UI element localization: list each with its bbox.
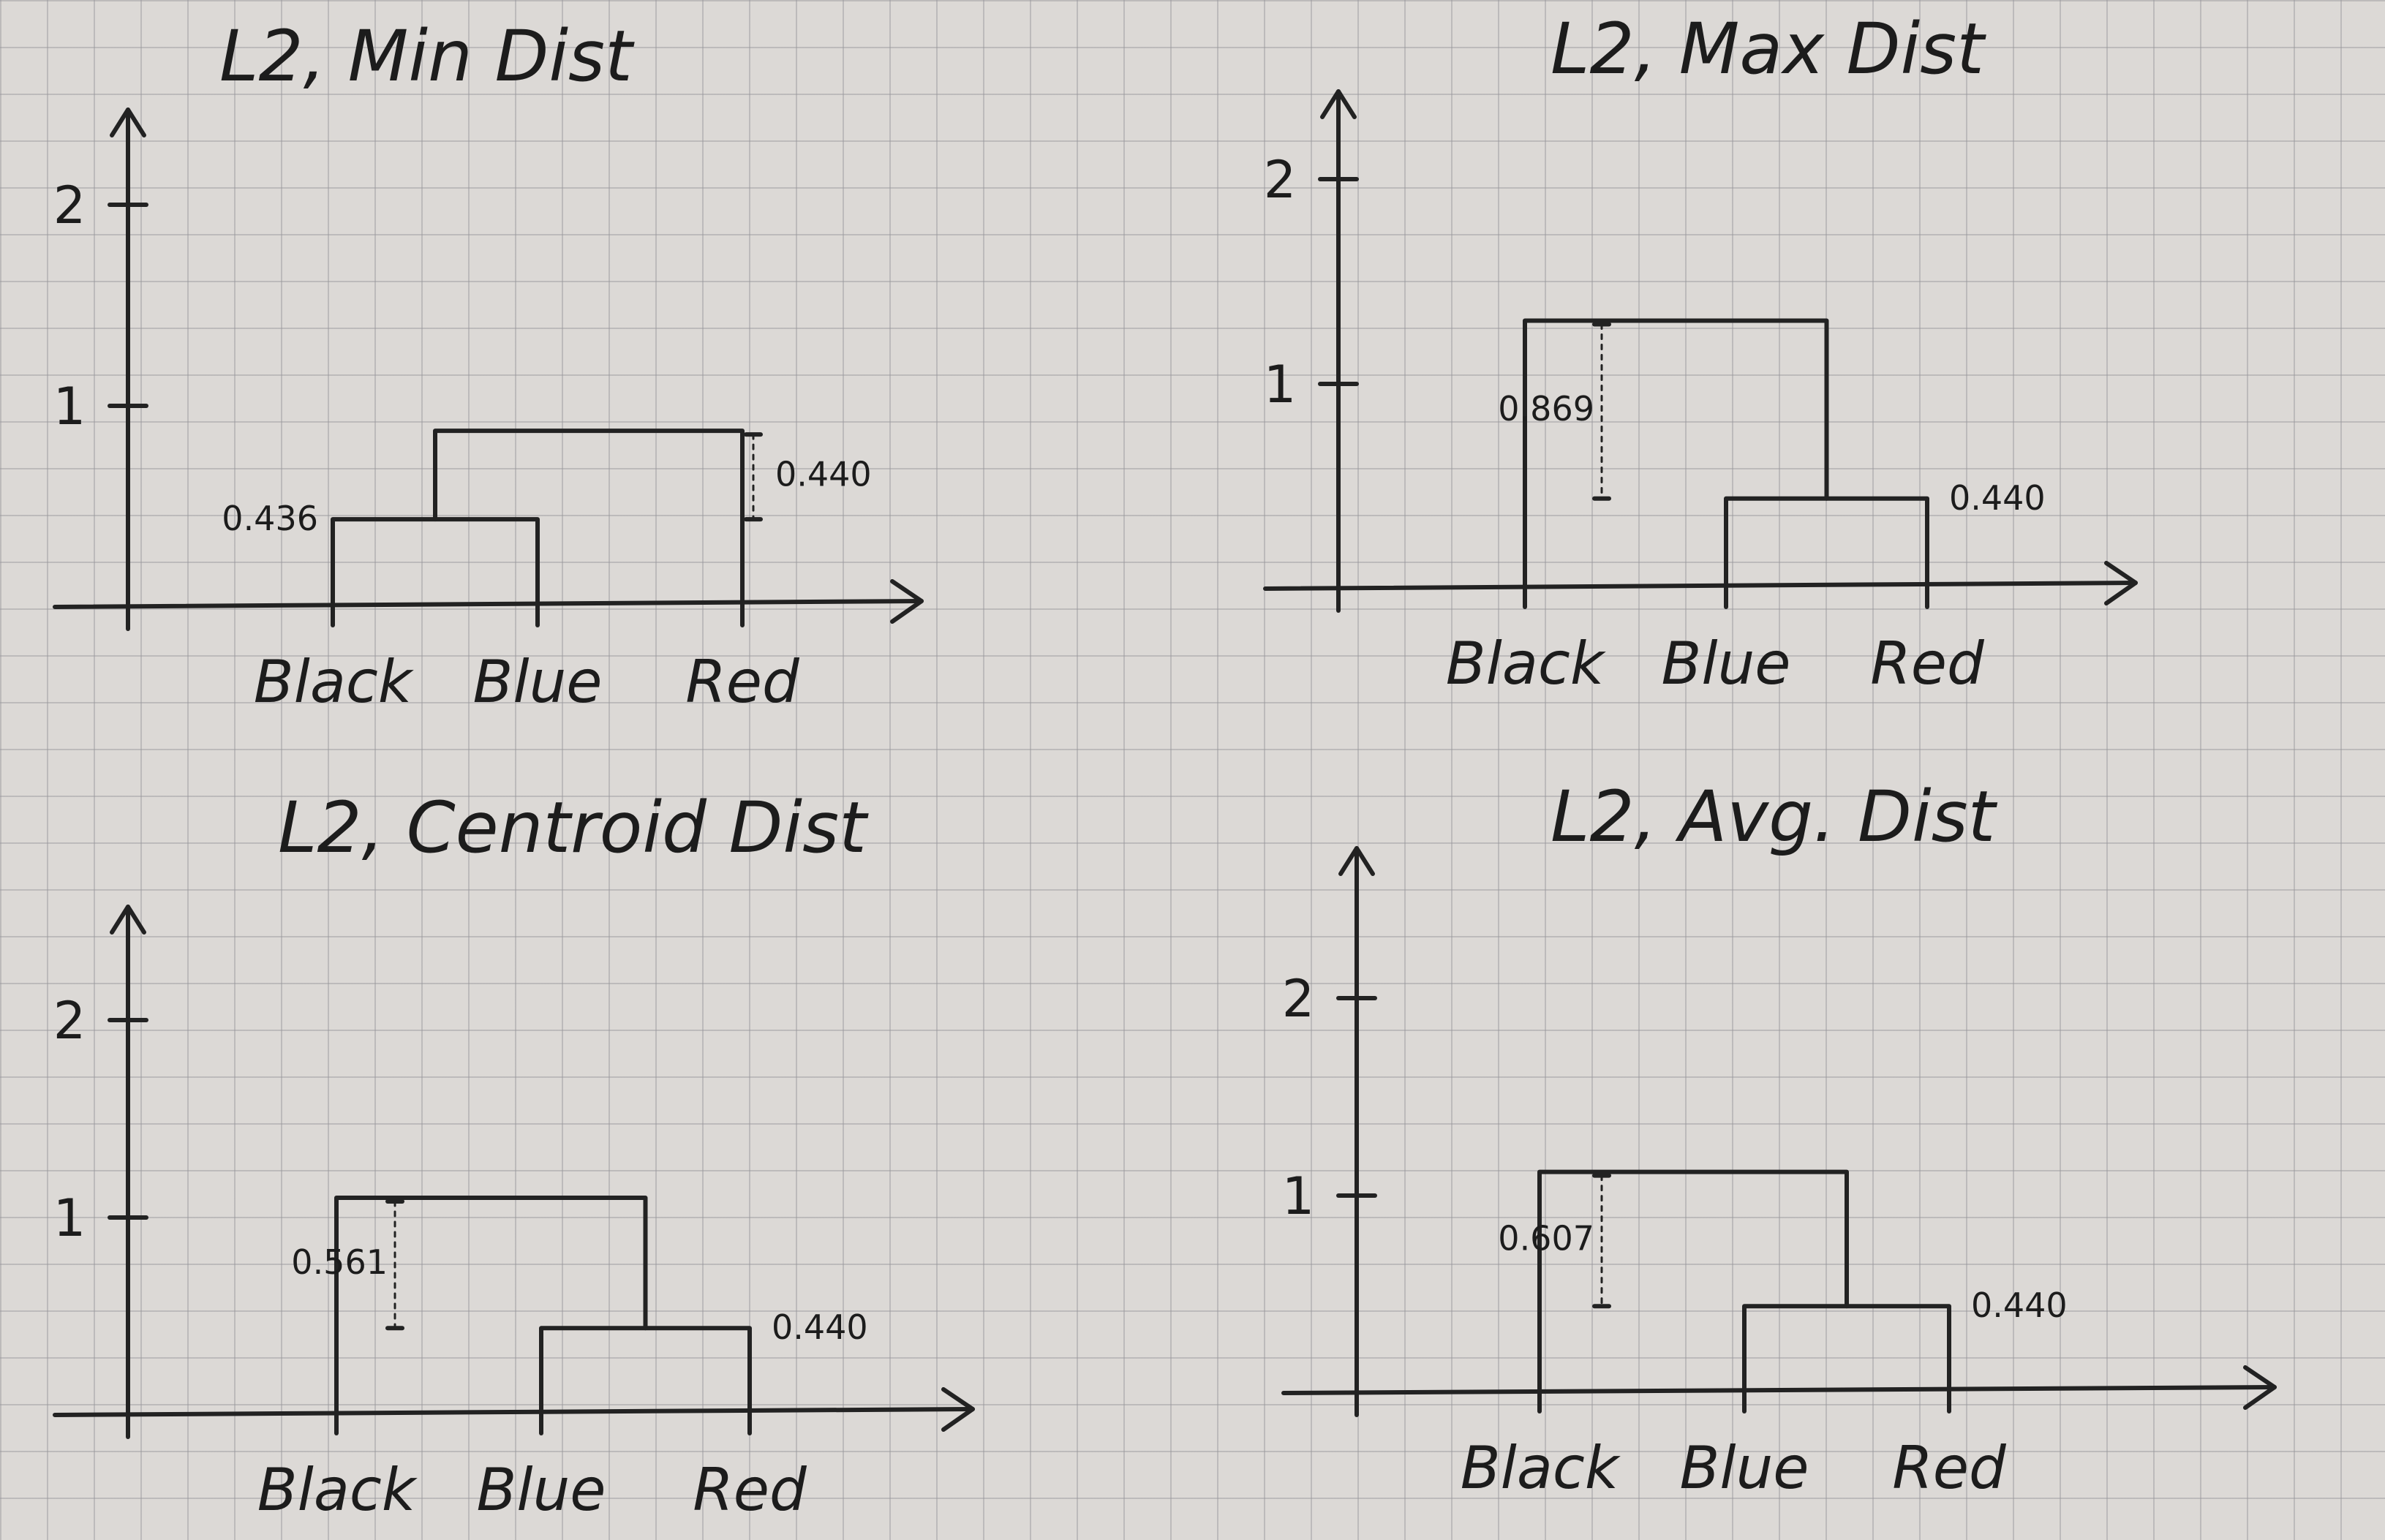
y-tick-label: 1 [1264,355,1297,415]
chart-title: L2, Centroid Dist [278,787,869,869]
category-label: Black [1461,1434,1621,1502]
dendrogram-link [334,1196,648,1417]
merge-gap-label: 0.607 [1498,1218,1594,1258]
y-axis-arrowhead [1338,846,1375,876]
dendrogram-link [1724,496,1929,591]
category-label: Blue [1661,630,1790,698]
category-label: Black [1446,630,1606,698]
y-axis-arrowhead [1320,89,1357,119]
merge-height-label: 0.440 [772,1307,868,1347]
category-label: Blue [1679,1434,1809,1502]
merge-height-label: 0.440 [1971,1286,2068,1325]
category-label: Black [254,648,414,716]
merge-height-label: 0.440 [1949,478,2046,518]
merge-gap-label: 0.561 [291,1242,388,1282]
y-tick-label: 1 [1282,1166,1315,1226]
y-tick-label: 2 [1264,150,1297,210]
category-label: Black [257,1456,418,1524]
dendrogram-link [331,517,540,609]
y-tick-label: 2 [53,991,86,1051]
category-label: Blue [476,1456,606,1524]
category-label: Red [1892,1434,2007,1502]
x-axis [1281,1385,2277,1395]
chart-title: L2, Max Dist [1551,8,1986,90]
y-tick-label: 2 [1282,969,1315,1029]
x-axis-arrowhead [941,1387,975,1432]
category-label: Red [1870,630,1985,698]
y-axis-arrowhead [110,107,146,137]
x-axis-arrowhead [2243,1365,2277,1410]
category-label: Red [685,648,800,716]
dendrogram-link [1523,318,1829,591]
category-label: Red [693,1456,807,1524]
dendrogram-link [433,429,745,609]
x-axis [53,1407,975,1417]
dendrogram-link [539,1326,752,1417]
dendrogram-link [1537,1169,1849,1395]
merge-gap-label: 0.869 [1498,389,1594,429]
x-axis-arrowhead [890,579,924,624]
category-label: Blue [472,648,602,716]
x-axis [1263,581,2138,591]
dendrogram-link [1742,1304,1951,1395]
y-tick-label: 2 [53,175,86,235]
chart-title: L2, Min Dist [219,15,635,97]
merge-gap-label: 0.440 [775,455,872,494]
chart-title: L2, Avg. Dist [1551,776,1998,858]
x-axis [53,599,924,609]
y-tick-label: 1 [53,1188,86,1248]
x-axis-arrowhead [2104,561,2138,605]
y-tick-label: 1 [53,377,86,437]
y-axis-arrowhead [110,905,146,935]
merge-height-label: 0.436 [222,499,318,538]
